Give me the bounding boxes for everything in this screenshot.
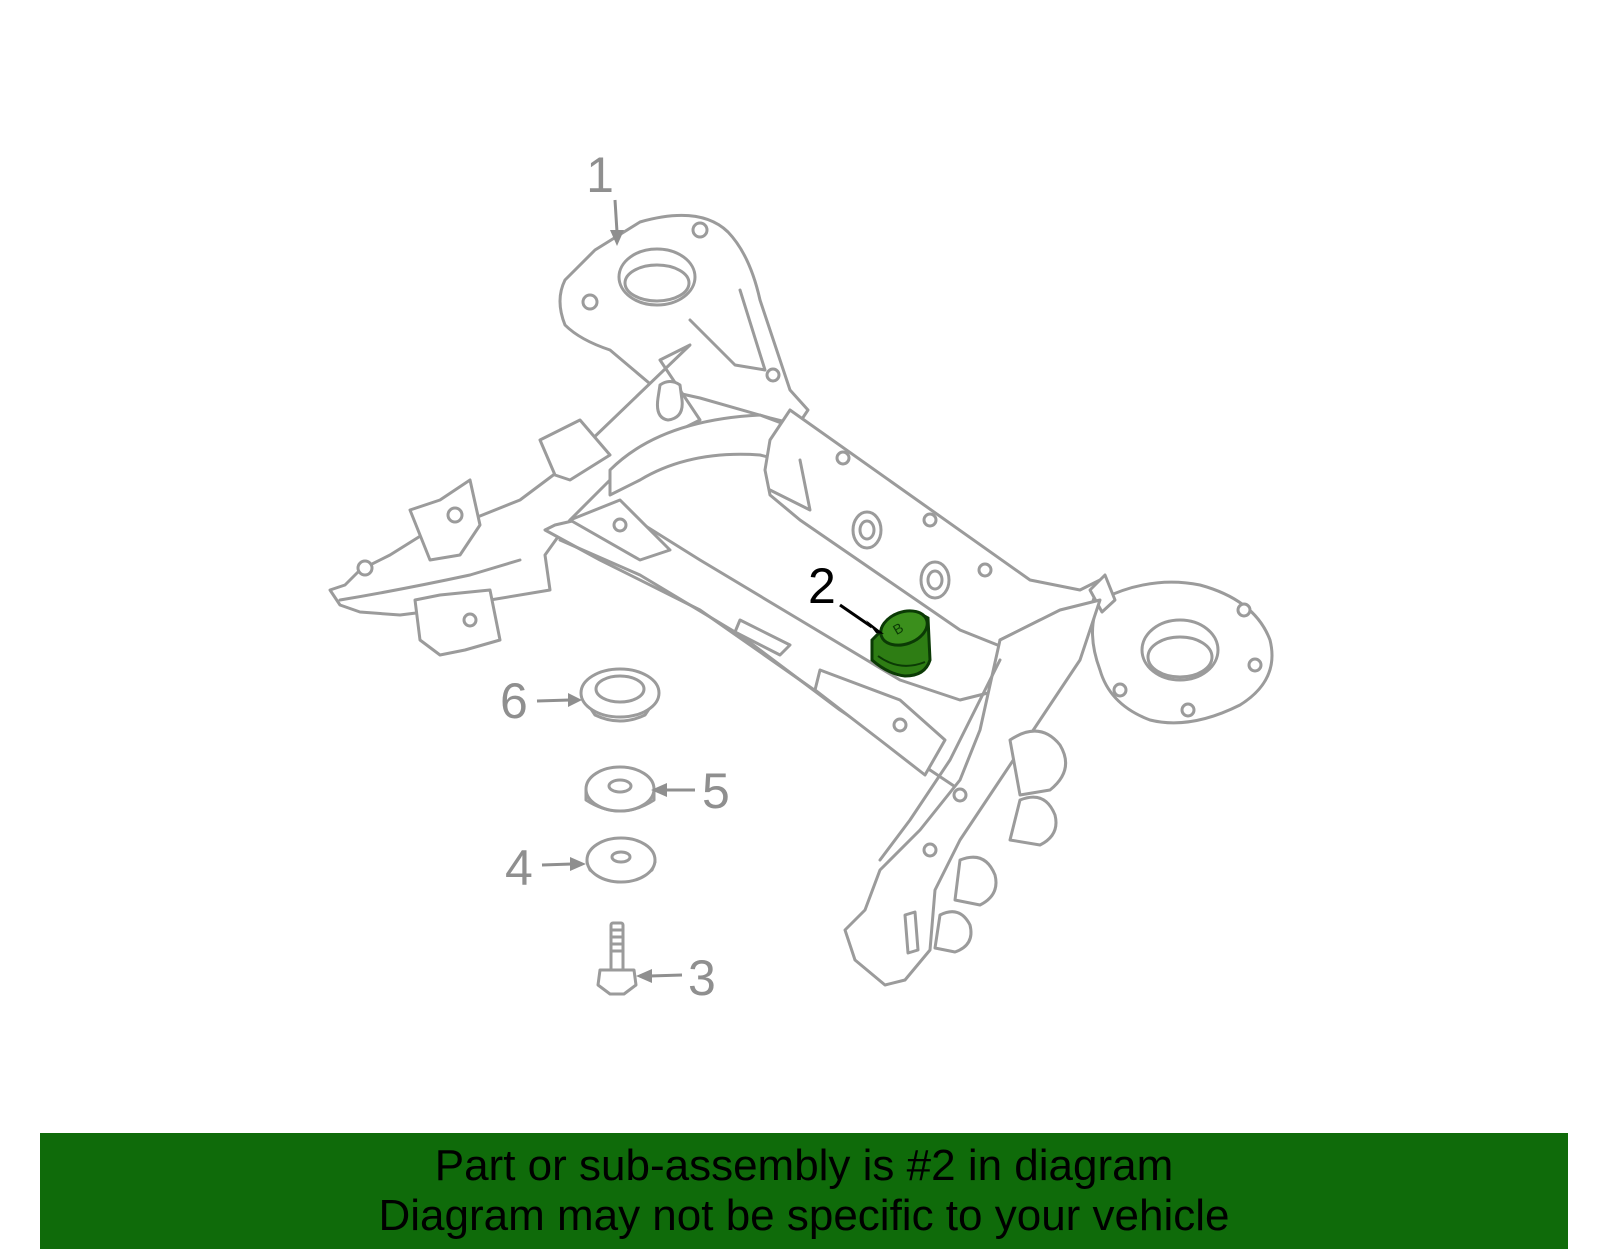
callout-label-3: 3 [688,950,716,1006]
bolt-3[interactable] [596,921,638,996]
banner-line-disclaimer: Diagram may not be specific to your vehi… [378,1191,1230,1240]
banner-line-part: Part or sub-assembly is #2 in diagram [434,1141,1174,1190]
callout-label-6: 6 [500,673,528,729]
callout-5: 5 [651,763,730,819]
callout-3: 3 [636,950,716,1006]
callout-label-5: 5 [702,763,730,819]
rear-subframe[interactable] [328,213,1274,987]
callout-6: 6 [500,673,582,729]
callout-4: 4 [505,840,586,896]
bushing-upper-6[interactable] [579,667,661,723]
pad-4[interactable] [585,836,657,884]
mount-bushing-highlighted[interactable]: B [870,605,932,678]
washer-5[interactable] [584,765,656,813]
callout-label-2: 2 [808,558,836,614]
info-banner: Part or sub-assembly is #2 in diagram Di… [40,1133,1568,1249]
callout-label-4: 4 [505,840,533,896]
callout-1: 1 [586,147,624,246]
callout-2: 2 [808,558,884,634]
callout-label-1: 1 [586,147,614,203]
